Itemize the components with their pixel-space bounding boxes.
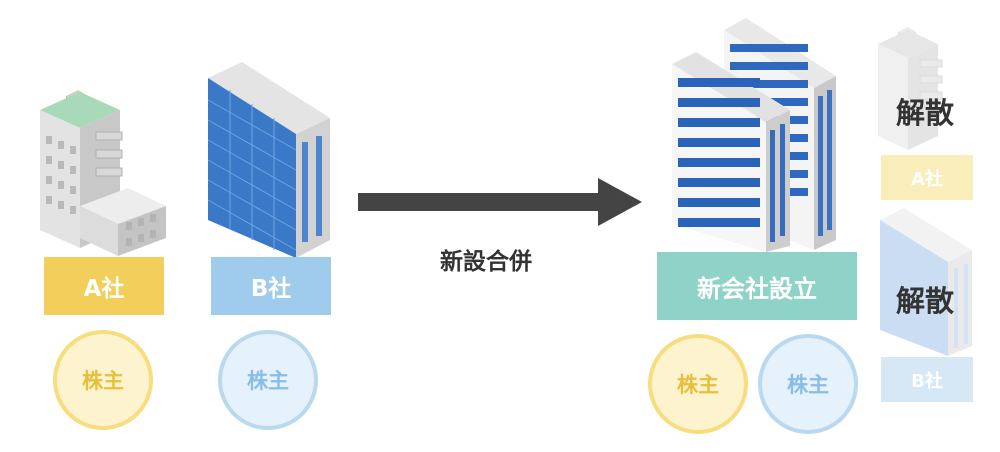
dissolved-b-building-icon bbox=[880, 208, 972, 356]
dissolved-a-building-icon bbox=[878, 27, 943, 150]
new-company-shareholder-b-circle: 株主 bbox=[758, 334, 858, 434]
new-company-shareholder-a-circle: 株主 bbox=[648, 334, 748, 434]
new-company-label: 新会社設立 bbox=[657, 252, 857, 320]
merger-type-label: 新設合併 bbox=[440, 249, 532, 275]
dissolved-b-label: B社 bbox=[881, 357, 973, 402]
dissolved-a-label: A社 bbox=[881, 155, 973, 200]
company-b-building-icon bbox=[207, 62, 330, 258]
company-b-label: B社 bbox=[211, 257, 331, 315]
company-a-building-icon bbox=[40, 90, 166, 256]
merger-arrow-icon bbox=[358, 178, 642, 226]
dissolved-b-status: 解散 bbox=[896, 284, 955, 318]
company-b-shareholder-circle: 株主 bbox=[218, 330, 318, 430]
company-a-label: A社 bbox=[44, 257, 164, 315]
dissolved-a-status: 解散 bbox=[896, 96, 955, 130]
company-a-shareholder-circle: 株主 bbox=[53, 330, 153, 430]
new-company-building-icon bbox=[672, 18, 836, 252]
